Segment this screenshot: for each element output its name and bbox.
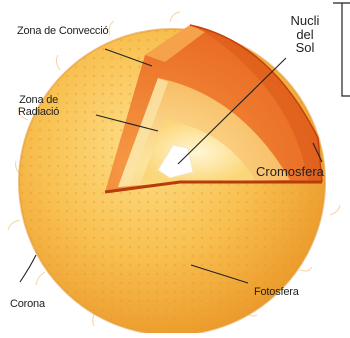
label-photosphere: Fotosfera	[254, 287, 299, 299]
label-core-line2: del	[283, 28, 327, 42]
label-radiation-line1: Zona de	[18, 95, 59, 107]
label-core: Nucli del Sol	[283, 14, 327, 55]
corona-leader	[20, 255, 36, 282]
label-corona: Corona	[10, 299, 45, 311]
label-core-line1: Nucli	[283, 14, 327, 28]
label-core-line3: Sol	[283, 41, 327, 55]
label-radiation-line2: Radiació	[18, 107, 59, 119]
label-convection-zone: Zona de Convecció	[17, 26, 108, 38]
label-chromosphere: Cromosfera	[256, 165, 324, 179]
label-radiation-zone: Zona de Radiació	[18, 95, 59, 118]
core-label-bracket	[333, 3, 350, 96]
